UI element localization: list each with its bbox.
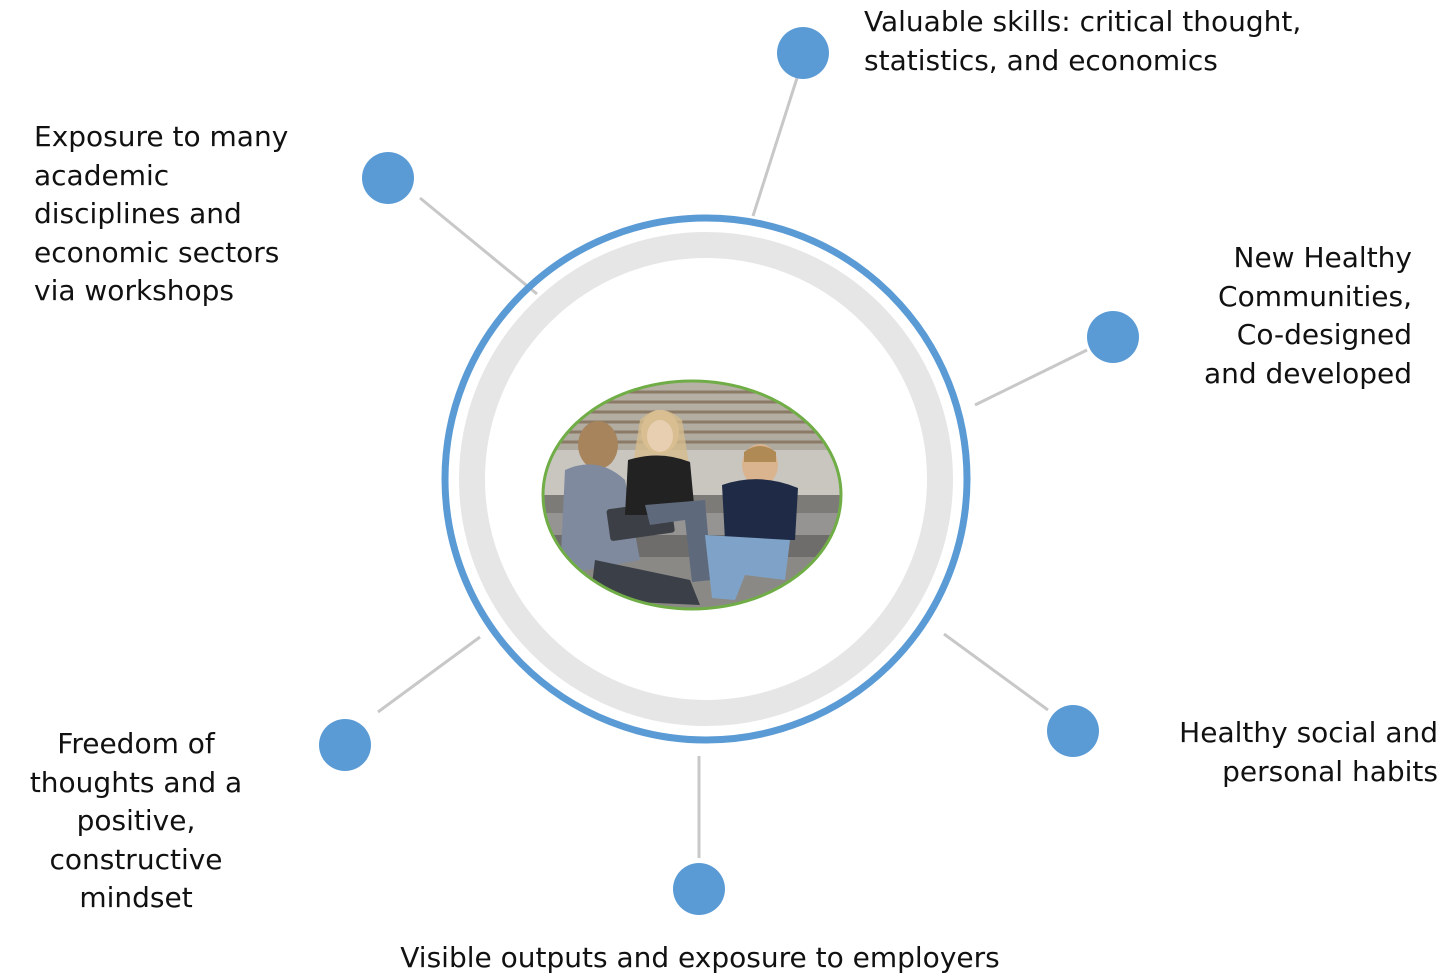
label-outputs: Visible outputs and exposure to employer… (400, 941, 1000, 974)
connector-exposure (419, 196, 538, 296)
node-freedom (319, 719, 371, 771)
label-habits: Healthy social and personal habits (1179, 716, 1438, 788)
connector-skills (751, 77, 799, 217)
node-habits (1047, 705, 1099, 757)
inner-ring (459, 232, 953, 726)
label-skills: Valuable skills: critical thought, stati… (864, 5, 1302, 77)
outer-ring (441, 214, 971, 744)
label-freedom: Freedom of thoughts and a positive, cons… (29, 727, 243, 914)
node-communities (1087, 311, 1139, 363)
connector-freedom (377, 635, 481, 714)
nodes (319, 27, 1139, 915)
node-exposure (362, 152, 414, 204)
connector-habits (943, 632, 1049, 712)
label-exposure: Exposure to many academic disciplines an… (34, 120, 289, 307)
photo-border (541, 379, 843, 611)
connectors (377, 77, 1088, 858)
connector-communities (974, 348, 1088, 407)
label-communities: New Healthy Communities, Co-designed and… (1203, 241, 1412, 390)
node-outputs (673, 863, 725, 915)
node-skills (777, 27, 829, 79)
